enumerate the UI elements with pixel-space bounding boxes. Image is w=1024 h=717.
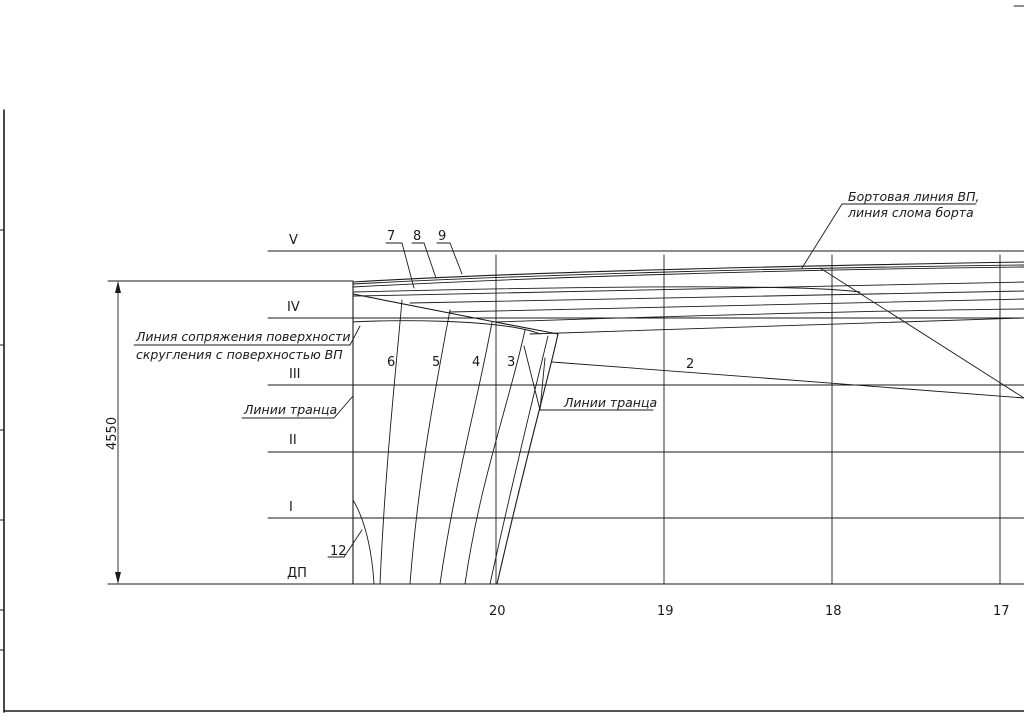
longitudinal-line: [352, 286, 861, 293]
station-label-18: 18: [825, 604, 842, 619]
conjugation-line: [352, 320, 541, 335]
line-number-6: 6: [387, 355, 395, 370]
leader-transom-left: [241, 395, 354, 419]
longitudinal-line: [494, 308, 1024, 323]
annotation-conjugation-1: Линия сопряжения поверхности: [135, 329, 351, 344]
line-number-5: 5: [432, 355, 440, 370]
frame-line-3: [464, 329, 526, 585]
line-number-7: 7: [387, 229, 395, 244]
leader-8: [411, 242, 437, 279]
level-label-i: I: [289, 500, 293, 515]
line-number-9: 9: [438, 229, 446, 244]
annotation-transom-right: Линии транца: [563, 395, 657, 410]
frame-line-4: [439, 321, 493, 585]
dimension-arrow-bottom: [115, 572, 121, 584]
leader-12: [327, 529, 363, 558]
annotation-side-line-1: Бортовая линия ВП,: [848, 189, 979, 204]
frame-line-6: [379, 299, 403, 585]
side-break-line: [819, 267, 1024, 399]
level-label-dp: ДП: [287, 566, 307, 581]
transom-upper-contour: [352, 293, 559, 335]
annotation-conjugation-2: скругления с поверхностью ВП: [136, 347, 343, 362]
line-number-4: 4: [472, 355, 480, 370]
leader-7: [385, 242, 415, 289]
line-number-2: 2: [686, 357, 694, 372]
dimension-label: 4550: [105, 417, 120, 450]
leader-9: [436, 242, 463, 275]
sheer-line-8: [352, 264, 1024, 285]
annotation-transom-left: Линии транца: [243, 402, 337, 417]
sheer-line-7: [352, 266, 1024, 288]
station-label-19: 19: [657, 604, 674, 619]
level-label-v: V: [289, 233, 298, 248]
station-label-17: 17: [993, 604, 1010, 619]
level-label-ii: II: [289, 433, 297, 448]
dimension-arrow-top: [115, 281, 121, 293]
line-number-8: 8: [413, 229, 421, 244]
leader-conjugation: [133, 325, 361, 346]
line-12: [352, 499, 375, 585]
sheer-line-9: [352, 261, 1024, 283]
leader-transom-right-2: [539, 357, 546, 411]
level-label-iv: IV: [287, 300, 300, 315]
line-number-12: 12: [330, 544, 347, 559]
line-number-3: 3: [507, 355, 515, 370]
station-label-20: 20: [489, 604, 506, 619]
transom-line-right-2: [489, 335, 549, 585]
level-label-iii: III: [289, 367, 301, 382]
transom-line-right: [496, 333, 559, 585]
line-2: [551, 361, 1024, 399]
longitudinal-line: [352, 281, 1024, 297]
leader-side-line: [801, 203, 977, 269]
annotation-side-line-2: линия слома борта: [847, 205, 974, 220]
frame-line-5: [409, 309, 451, 585]
longitudinal-line: [529, 317, 1024, 335]
